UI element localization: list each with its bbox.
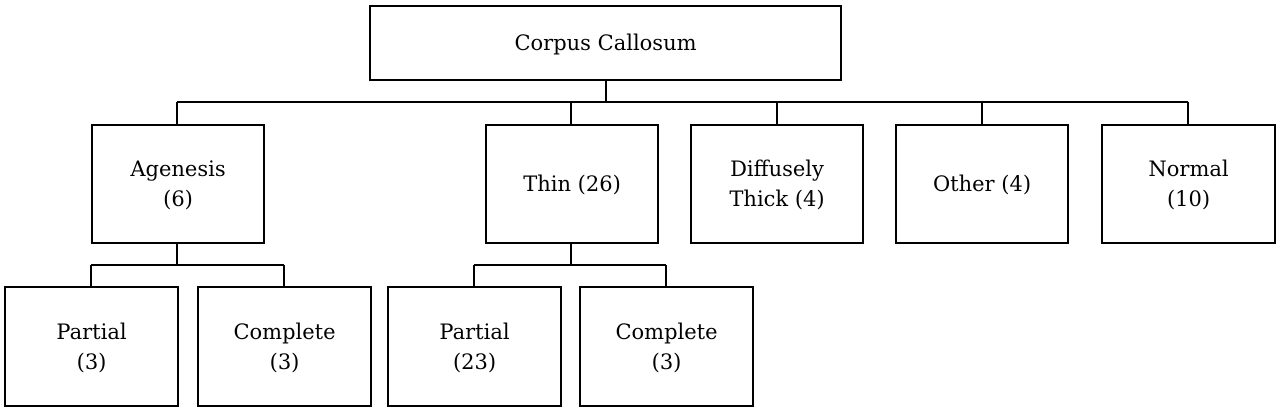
node-normal: Normal (10) <box>1101 124 1276 244</box>
node-agenesis-complete: Complete (3) <box>197 286 372 407</box>
node-label-line: Normal <box>1148 157 1229 181</box>
node-label-line: Partial <box>439 319 510 344</box>
node-agenesis-partial: Partial (3) <box>4 286 179 407</box>
node-label-line: Agenesis <box>130 157 226 181</box>
node-corpus-callosum: Corpus Callosum <box>369 5 842 81</box>
node-label-line: (3) <box>651 349 682 374</box>
node-label-line: Diffusely <box>730 157 824 181</box>
node-label-line: (23) <box>452 349 497 374</box>
node-thin-complete: Complete (3) <box>579 286 754 407</box>
node-label-line: Thick (4) <box>729 187 825 211</box>
node-label-line: (3) <box>76 349 107 374</box>
node-label-line: (6) <box>163 187 193 211</box>
node-label-line: Other (4) <box>932 172 1032 196</box>
node-agenesis: Agenesis (6) <box>91 124 265 244</box>
node-label-line: Partial <box>56 319 127 344</box>
node-label-line: Complete <box>615 319 718 344</box>
node-label-line: Thin (26) <box>523 172 621 196</box>
node-label-line: (3) <box>269 349 300 374</box>
node-thin-partial: Partial (23) <box>387 286 562 407</box>
node-thin: Thin (26) <box>485 124 659 244</box>
node-label-line: Corpus Callosum <box>514 31 697 55</box>
node-label-line: (10) <box>1166 187 1211 211</box>
node-label-line: Complete <box>233 319 336 344</box>
node-other: Other (4) <box>895 124 1069 244</box>
